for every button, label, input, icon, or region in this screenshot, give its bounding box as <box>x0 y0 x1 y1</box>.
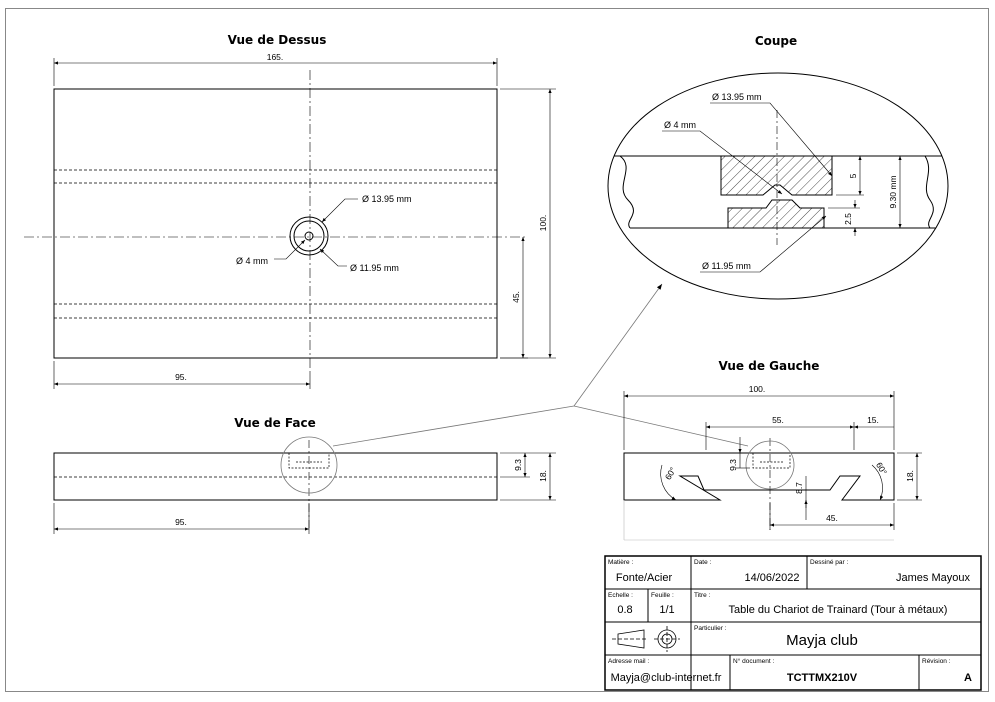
section-hole-small: Ø 4 mm <box>664 120 696 130</box>
tb-title-label: Titre : <box>694 592 711 599</box>
tb-docnum-value: TCTTMX210V <box>787 672 858 684</box>
left-detail-circle <box>745 440 795 490</box>
section-title: Coupe <box>755 34 797 48</box>
tb-material-label: Matière : <box>608 559 633 566</box>
left-view: Vue de Gauche 60° 60° <box>623 359 922 541</box>
left-dim-8-7: 8.7 <box>794 482 804 494</box>
tb-email-label: Adresse mail : <box>608 658 649 665</box>
dim-hole-offset: 95. <box>175 372 187 382</box>
tb-email-value: Mayja@club-internet.fr <box>611 672 722 684</box>
front-view-title: Vue de Face <box>234 416 315 430</box>
tb-material-value: Fonte/Acier <box>616 572 673 584</box>
dim-length: 165. <box>267 52 284 62</box>
section-dim-lower: 2.5 <box>843 213 853 225</box>
hole-outer <box>289 216 329 256</box>
tb-revision-value: A <box>964 672 972 684</box>
hole-middle <box>293 220 325 252</box>
front-view: Vue de Face 9.3 18. 95. <box>53 416 556 534</box>
front-dim-18: 18. <box>538 470 548 482</box>
tb-scale-label: Echelle : <box>608 592 633 599</box>
left-view-title: Vue de Gauche <box>719 359 820 373</box>
front-detail-circle <box>280 436 338 494</box>
tb-owner-label: Particulier : <box>694 625 727 632</box>
tb-docnum-label: N° document : <box>733 657 774 665</box>
left-dim-15: 15. <box>867 415 879 425</box>
section-hole-big: Ø 13.95 mm <box>712 92 762 102</box>
left-dim-9-3: 9.3 <box>728 459 738 471</box>
top-view-outline <box>53 88 498 359</box>
front-dim-95: 95. <box>175 517 187 527</box>
left-dim-45: 45. <box>826 513 838 523</box>
section-dim-total: 9.30 mm <box>888 175 898 208</box>
section-hole-mid: Ø 11.95 mm <box>702 261 751 271</box>
label-hole-mid: Ø 11.95 mm <box>350 263 399 273</box>
left-dim-55: 55. <box>772 415 784 425</box>
projection-symbol-icon <box>612 626 680 652</box>
angle-left: 60° <box>663 465 678 481</box>
label-hole-small: Ø 4 mm <box>236 256 268 266</box>
angle-right: 60° <box>874 460 889 476</box>
left-dim-100: 100. <box>749 384 766 394</box>
section-dim-5: 5 <box>848 173 858 178</box>
dim-width: 100. <box>538 215 548 232</box>
tb-sheet-label: Feuille : <box>651 592 674 599</box>
tb-owner-value: Mayja club <box>786 632 858 649</box>
tb-date-value: 14/06/2022 <box>744 572 799 584</box>
tb-revision-label: Révision : <box>922 658 951 665</box>
top-view-title: Vue de Dessus <box>228 33 327 47</box>
sheet-border <box>5 8 989 692</box>
top-view: Vue de Dessus 165. 100. <box>24 33 556 389</box>
tb-drawnby-value: James Mayoux <box>896 572 970 584</box>
tb-drawnby-label: Dessiné par : <box>810 559 848 566</box>
left-dim-18: 18. <box>905 470 915 482</box>
label-hole-big: Ø 13.95 mm <box>362 194 412 204</box>
dim-half-width: 45. <box>511 291 521 303</box>
tb-title-value: Table du Chariot de Trainard (Tour à mét… <box>729 604 948 616</box>
title-block: Matière : Fonte/Acier Date : 14/06/2022 … <box>604 555 982 691</box>
front-dim-9-3: 9.3 <box>513 459 523 471</box>
tb-scale-value: 0.8 <box>617 604 632 616</box>
section-view: Coupe Ø 13.95 mm Ø 4 mm Ø 1 <box>607 34 949 300</box>
tb-sheet-value: 1/1 <box>659 604 674 616</box>
tb-date-label: Date : <box>694 559 712 566</box>
left-view-outline <box>623 452 895 501</box>
front-view-outline <box>53 452 498 501</box>
hole-inner <box>304 231 314 241</box>
detail-bubble <box>607 72 949 300</box>
